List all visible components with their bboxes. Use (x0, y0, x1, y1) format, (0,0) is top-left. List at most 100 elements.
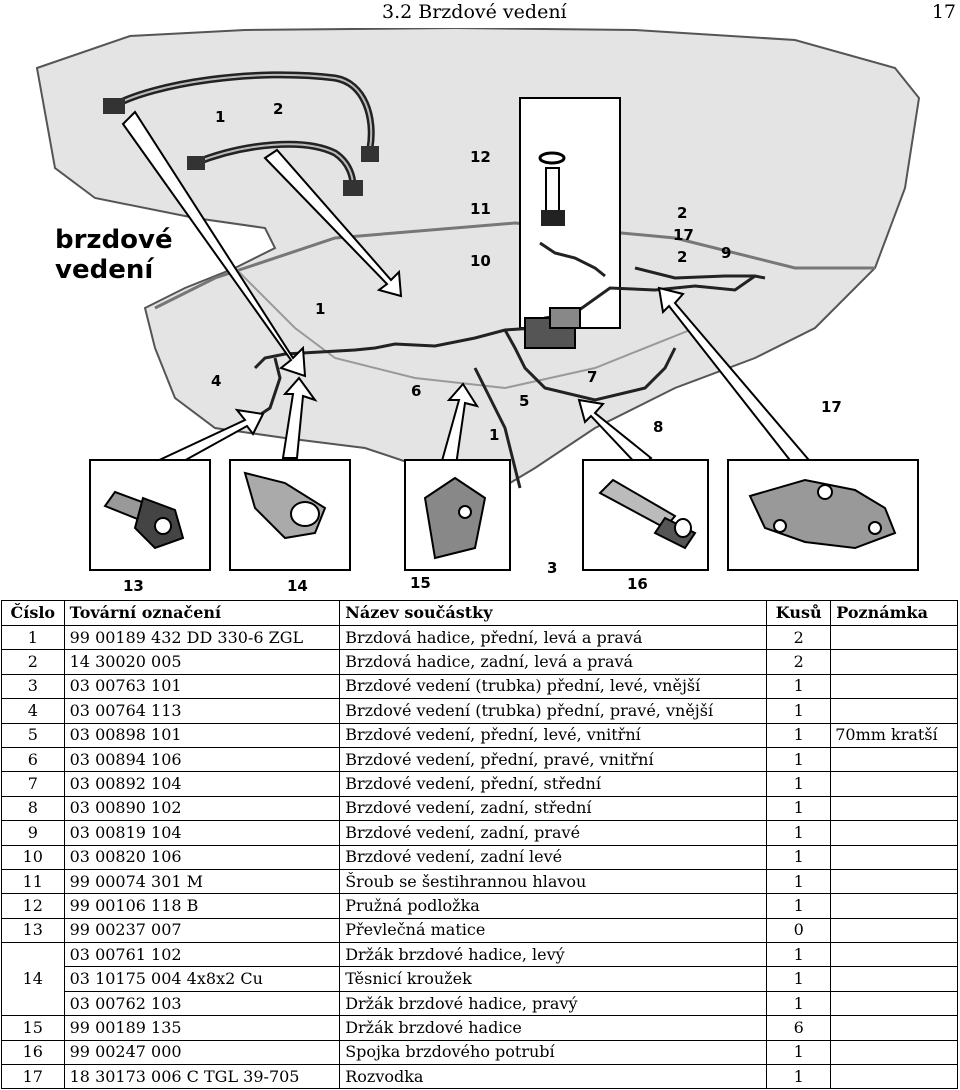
page-number: 17 (931, 1, 956, 23)
cell-note (830, 917, 958, 944)
cell-code: 03 00892 104 (63, 771, 341, 797)
cell-note (830, 966, 958, 992)
cell-name: Brzdová hadice, zadní, levá a pravá (339, 649, 768, 675)
cell-note (830, 1039, 958, 1066)
cell-code: 03 00819 104 (63, 820, 341, 846)
cell-code: 18 30173 006 C TGL 39-705 (63, 1064, 341, 1090)
cell-qty: 6 (766, 1015, 832, 1041)
cell-num: 6 (1, 746, 65, 773)
cell-name: Brzdové vedení, přední, levé, vnitřní (339, 722, 768, 748)
callout-label: 17 (821, 398, 842, 416)
callout-label: 7 (587, 368, 597, 386)
callout-label: 15 (410, 574, 431, 592)
cell-qty: 2 (766, 624, 832, 651)
cell-name: Držák brzdové hadice, levý (339, 942, 768, 968)
cell-name: Brzdové vedení, zadní, střední (339, 795, 768, 822)
cell-note (830, 893, 958, 919)
callout-label: 10 (470, 252, 491, 270)
cell-qty: 1 (766, 966, 832, 992)
cell-name: Rozvodka (339, 1064, 768, 1090)
cell-code: 99 00237 007 (63, 917, 341, 944)
cell-name: Spojka brzdového potrubí (339, 1039, 768, 1066)
cell-name: Brzdové vedení, přední, pravé, vnitřní (339, 746, 768, 773)
cell-note (830, 771, 958, 797)
column-header: Kusů (766, 600, 832, 626)
cell-qty: 1 (766, 673, 832, 700)
cell-name: Pružná podložka (339, 893, 768, 919)
cell-qty: 1 (766, 1039, 832, 1066)
column-header: Poznámka (830, 600, 958, 626)
cell-num: 5 (1, 722, 65, 748)
cell-qty: 1 (766, 893, 832, 919)
callout-label: 1 (489, 426, 499, 444)
cell-name: Šroub se šestihrannou hlavou (339, 868, 768, 895)
page-header: 3.2 Brzdové vedení 17 (0, 0, 960, 26)
cell-num: 17 (1, 1064, 65, 1090)
cell-note (830, 844, 958, 870)
callout-label: 4 (211, 372, 221, 390)
cell-qty: 1 (766, 1064, 832, 1090)
cell-qty: 1 (766, 771, 832, 797)
cell-num: 4 (1, 698, 65, 724)
cell-name: Brzdové vedení (trubka) přední, pravé, v… (339, 698, 768, 724)
column-header: Název součástky (339, 600, 768, 626)
cell-qty: 1 (766, 942, 832, 968)
cell-name: Těsnicí kroužek (339, 966, 768, 992)
callout-label: 9 (721, 244, 731, 262)
cell-note (830, 624, 958, 651)
cell-num: 2 (1, 649, 65, 675)
figure-caption-line1: brzdové (55, 225, 173, 255)
cell-num: 12 (1, 893, 65, 919)
column-header: Číslo (1, 600, 65, 626)
cell-code: 03 00763 101 (63, 673, 341, 700)
cell-num: 14 (1, 942, 65, 1017)
cell-num: 13 (1, 917, 65, 944)
cell-name: Držák brzdové hadice, pravý (339, 990, 768, 1017)
callout-label: 14 (287, 577, 308, 595)
table-header-row: Číslo Tovární označení Název součástky K… (1, 600, 958, 626)
cell-note (830, 673, 958, 700)
cell-num: 16 (1, 1039, 65, 1066)
cell-code: 03 10175 004 4x8x2 Cu (63, 966, 341, 992)
cell-note (830, 990, 958, 1017)
cell-qty: 2 (766, 649, 832, 675)
cell-qty: 1 (766, 990, 832, 1017)
cell-code: 99 00247 000 (63, 1039, 341, 1066)
cell-qty: 1 (766, 868, 832, 895)
callout-label: 1 (315, 300, 325, 318)
column-header: Tovární označení (63, 600, 341, 626)
figure-caption-line2: vedení (55, 255, 155, 285)
cell-num: 15 (1, 1015, 65, 1041)
cell-code: 03 00820 106 (63, 844, 341, 870)
cell-qty: 1 (766, 746, 832, 773)
callout-label: 6 (411, 382, 421, 400)
callout-label: 2 (677, 248, 687, 266)
callout-label: 16 (627, 575, 648, 593)
callout-label: 13 (123, 577, 144, 595)
cell-qty: 1 (766, 722, 832, 748)
cell-num: 1 (1, 624, 65, 651)
cell-num: 10 (1, 844, 65, 870)
cell-note (830, 698, 958, 724)
cell-code: 99 00106 118 B (63, 893, 341, 919)
cell-name: Brzdové vedení, zadní levé (339, 844, 768, 870)
cell-code: 03 00762 103 (63, 990, 341, 1017)
cell-note (830, 1015, 958, 1041)
callout-label: 12 (470, 148, 491, 166)
cell-note (830, 820, 958, 846)
